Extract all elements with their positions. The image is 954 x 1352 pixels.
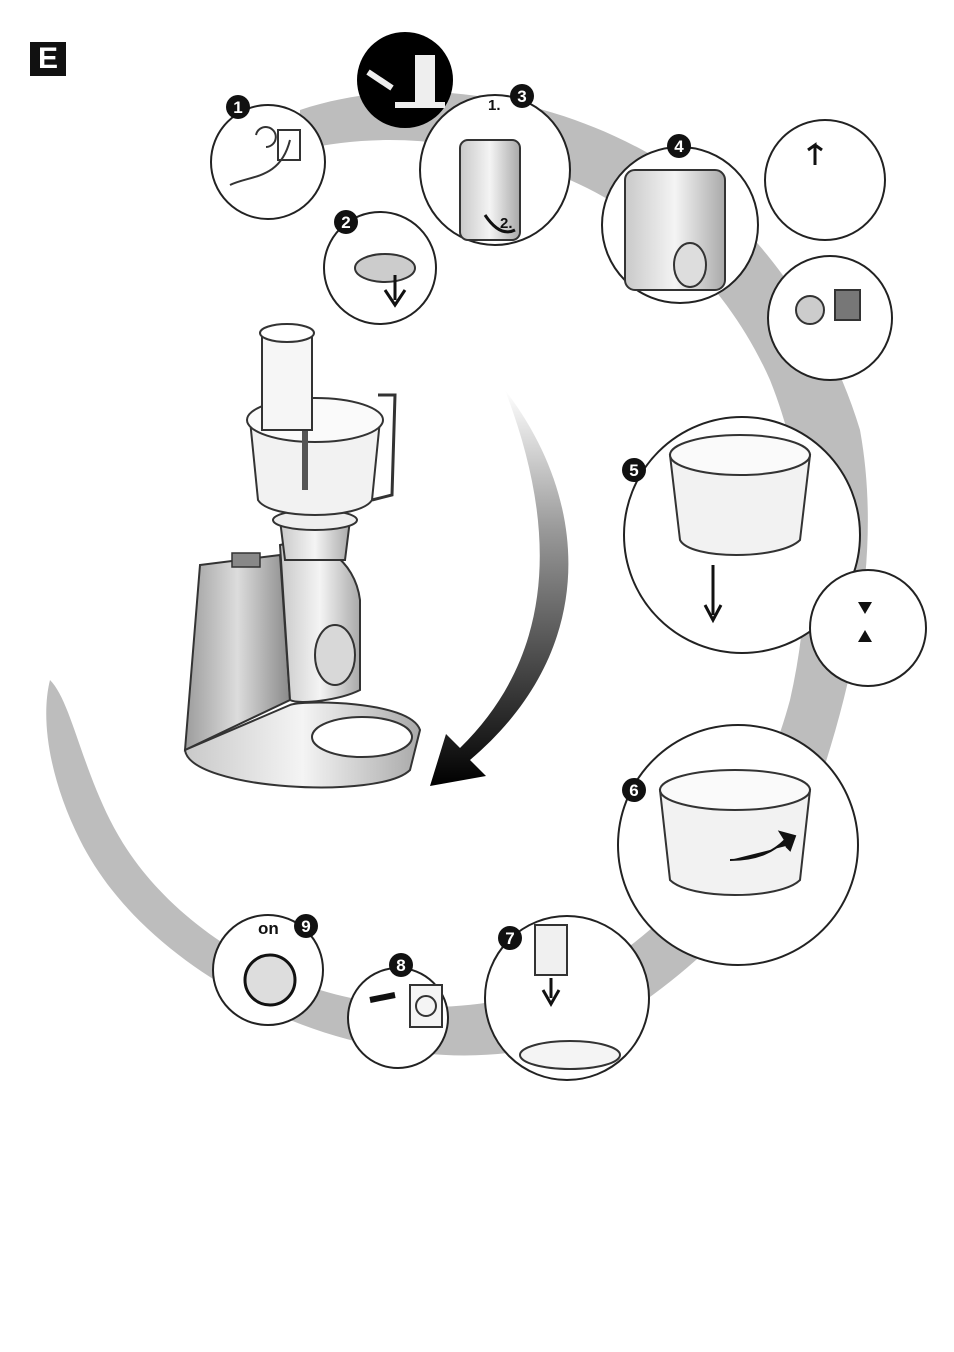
svg-text:9: 9 [301, 917, 310, 936]
step-3-reference-thumbnail [357, 32, 453, 128]
svg-text:8: 8 [396, 956, 405, 975]
step-3-sublabel-2: 2. [500, 215, 513, 232]
step-1-illustration [211, 105, 325, 219]
svg-text:3: 3 [517, 87, 526, 106]
step-1-number: 1 [226, 95, 250, 119]
step-5-number: 5 [622, 458, 646, 482]
curved-arrow [430, 390, 568, 786]
svg-text:4: 4 [674, 137, 684, 156]
step-3-number: 3 [510, 84, 534, 108]
appliance-illustration [185, 324, 420, 787]
step-8-number: 8 [389, 953, 413, 977]
step-3-illustration [420, 95, 570, 245]
svg-text:7: 7 [505, 929, 514, 948]
step-9-number: 9 [294, 914, 318, 938]
svg-text:1: 1 [233, 98, 242, 117]
step-5-illustration [624, 417, 926, 686]
svg-text:6: 6 [629, 781, 638, 800]
step-4-number: 4 [667, 134, 691, 158]
step-6-illustration [618, 725, 858, 965]
step-6-number: 6 [622, 778, 646, 802]
step-3-sublabel-1: 1. [488, 97, 501, 114]
step-2-number: 2 [334, 210, 358, 234]
svg-text:2: 2 [341, 213, 350, 232]
step-9-switch-label: on [258, 919, 279, 938]
svg-text:5: 5 [629, 461, 638, 480]
step-7-number: 7 [498, 926, 522, 950]
step-8-illustration [348, 968, 448, 1068]
step-4-illustration [602, 120, 892, 380]
